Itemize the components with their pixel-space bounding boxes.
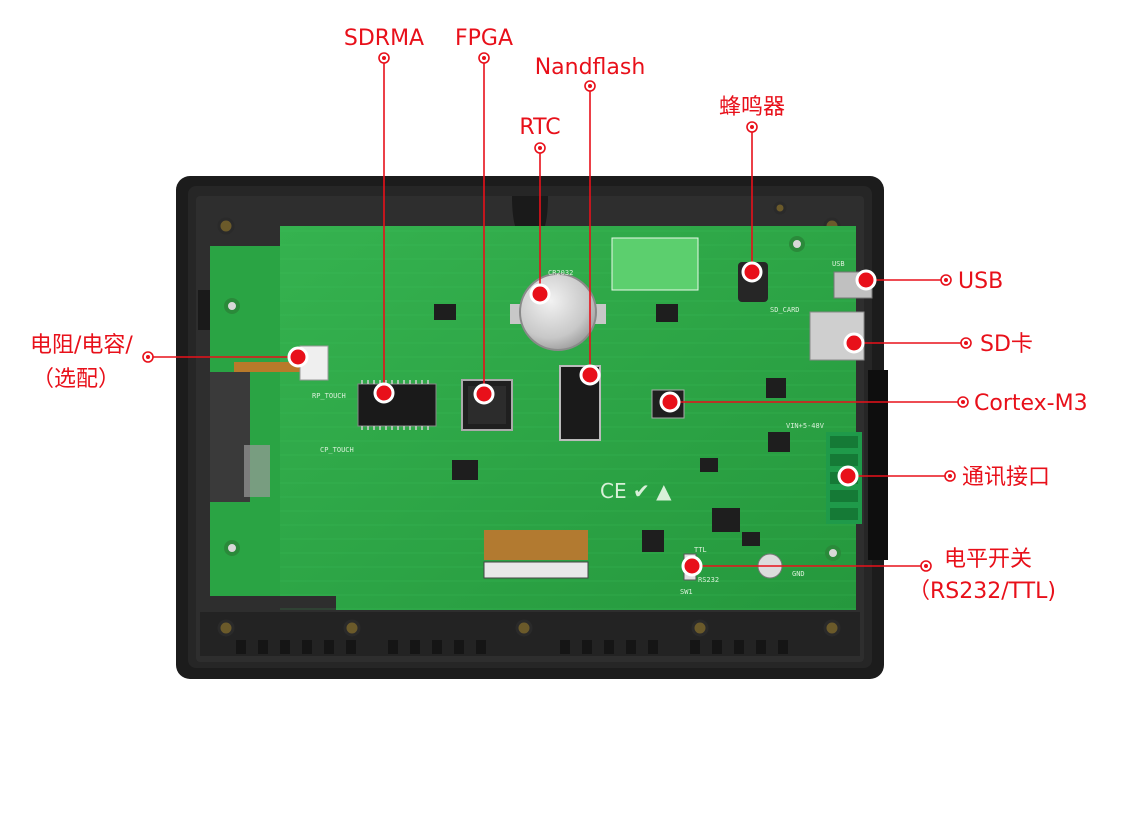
ttl-silk: TTL — [694, 546, 707, 554]
battery-silk: CR2032 — [548, 269, 573, 277]
callout-labels: SDRMA FPGA Nandflash RTC 蜂鸣器 USB SD卡 Cor… — [30, 26, 1088, 604]
leader-lines — [148, 58, 966, 567]
label-nandflash: Nandflash — [535, 55, 646, 80]
label-fpga: FPGA — [455, 26, 513, 51]
label-buzzer: 蜂鸣器 — [719, 95, 785, 120]
label-switch-line2: （RS232/TTL) — [908, 579, 1056, 604]
usb-silk: USB — [832, 260, 845, 268]
rs232-silk: RS232 — [698, 576, 719, 584]
sdram-chip — [357, 380, 437, 430]
label-comm: 通讯接口 — [962, 465, 1050, 490]
label-sd: SD卡 — [980, 332, 1033, 357]
label-touch-line1: 电阻/电容/ — [30, 333, 133, 358]
ce-mark-icon: CE ✔ ▲ — [600, 479, 672, 503]
sw-silk: SW1 — [680, 588, 693, 596]
label-sdrma: SDRMA — [344, 26, 424, 51]
callout-dots — [142, 52, 972, 577]
label-usb: USB — [958, 269, 1003, 294]
small-components — [434, 304, 790, 552]
sd-card-silk: SD_CARD — [770, 306, 800, 314]
vin-silk: VIN+5-48V — [786, 422, 825, 430]
label-touch-line2: （选配） — [32, 367, 120, 392]
rp-touch-silk: RP_TOUCH — [312, 392, 346, 400]
label-cortex: Cortex-M3 — [974, 391, 1088, 416]
cp-touch-silk: CP_TOUCH — [320, 446, 354, 454]
label-rtc: RTC — [519, 115, 560, 140]
label-switch-line1: 电平开关 — [944, 547, 1032, 572]
lcd-connector — [483, 530, 589, 579]
gnd-silk: GND — [792, 570, 805, 578]
